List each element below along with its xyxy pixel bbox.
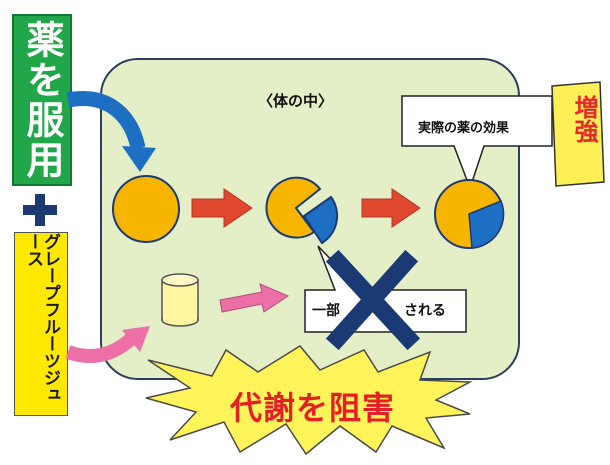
drug-circle [112,175,180,243]
block-starburst [145,345,473,456]
juice-arrow-head [122,326,150,352]
juice-arrow [65,330,139,363]
effect-tag [551,81,605,187]
effect-tag-text: 増強 [570,95,598,143]
red-arrow-2 [361,188,421,228]
drug-box: 薬を服用 [12,14,72,186]
intake-arrow-head [122,146,156,172]
enzyme-cylinder [161,273,199,327]
effect-circle-wedge [468,200,505,249]
juice-box: グレープフルーツジュース [14,232,68,416]
pink-arrow [219,283,290,313]
metabolized-circle [265,176,322,239]
drug-label: 薬を服用 [20,20,64,180]
effect-callout-text: 実際の薬の効果 [418,121,510,136]
juice-label: グレープフルーツジュース [23,233,60,403]
effect-callout-bubble [401,95,553,191]
partial-label-right: される [404,303,446,319]
red-arrow-1 [191,188,253,228]
block-label: 代謝を阻害 [230,389,396,427]
partial-label-left: 一部 [312,303,340,319]
plus-icon [23,194,57,226]
panel-title: 〈体の中〉 [258,92,334,110]
intake-arrow [66,91,146,150]
metabolized-wedge [302,195,339,245]
